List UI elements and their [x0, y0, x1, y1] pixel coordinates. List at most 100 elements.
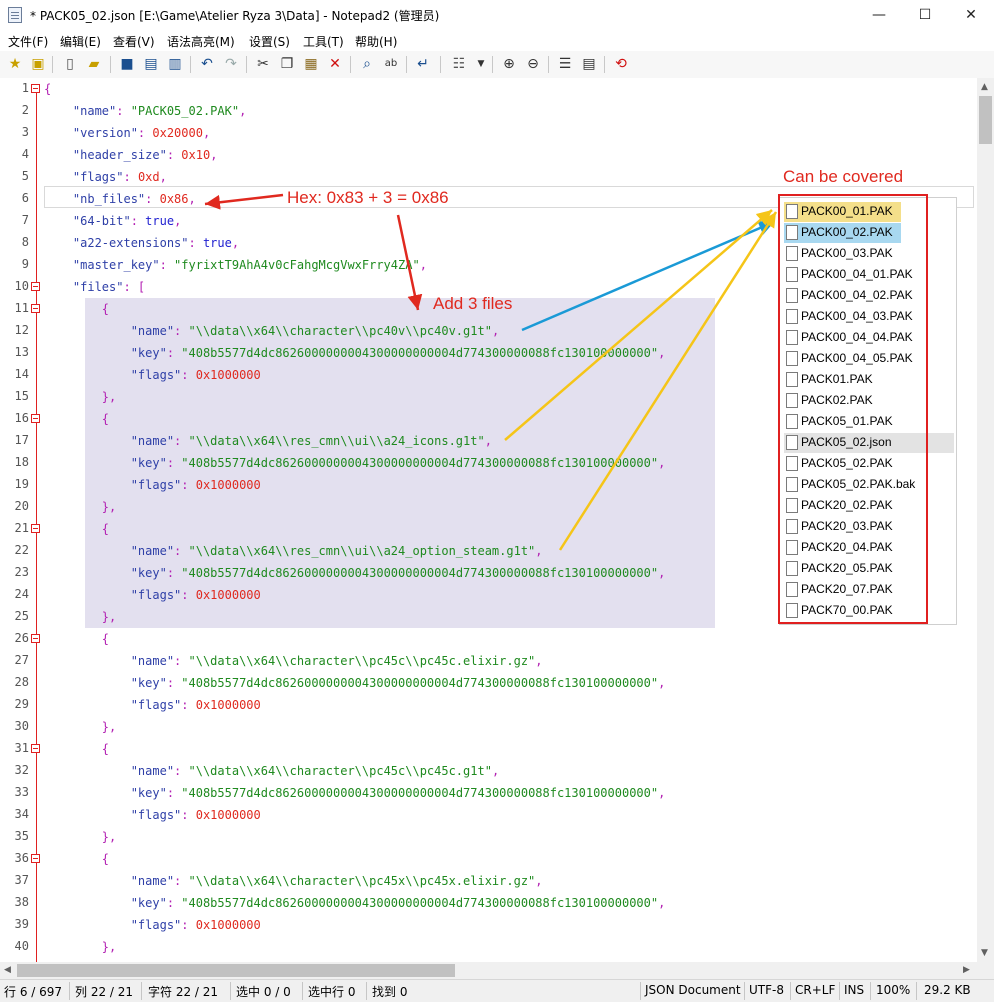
line-number: 1	[21, 81, 29, 95]
code-token: 0x1000000	[195, 368, 261, 382]
save-copy-icon[interactable]: ▥	[168, 56, 182, 72]
fold-toggle-icon[interactable]	[31, 282, 40, 291]
scheme-icon[interactable]: ☷	[452, 56, 466, 72]
scroll-right-icon[interactable]: ▶	[963, 965, 970, 975]
file-icon	[786, 351, 798, 366]
settings-icon[interactable]: ▤	[582, 56, 596, 72]
maximize-button[interactable]: ☐	[918, 7, 932, 23]
menu-file[interactable]: 文件(F)	[8, 35, 49, 49]
status-zoom[interactable]: 100%	[876, 983, 911, 997]
file-list-item[interactable]: PACK00_02.PAK	[784, 223, 956, 243]
file-list-item[interactable]: PACK00_04_01.PAK	[784, 265, 956, 285]
file-list-item[interactable]: PACK05_02.PAK.bak	[784, 475, 956, 495]
status-lexer[interactable]: JSON Document	[645, 983, 741, 997]
save-icon[interactable]: ■	[120, 56, 134, 72]
file-name: PACK05_02.json	[801, 435, 892, 449]
code-line: },	[44, 606, 116, 628]
code-token: },	[44, 610, 117, 624]
word-wrap-icon[interactable]: ↵	[417, 56, 429, 72]
file-list-item[interactable]: PACK05_01.PAK	[784, 412, 956, 432]
file-list-item[interactable]: PACK01.PAK	[784, 370, 956, 390]
status-found: 找到 0	[372, 985, 408, 999]
file-list-item[interactable]: PACK02.PAK	[784, 391, 956, 411]
horizontal-scroll-thumb[interactable]	[17, 964, 455, 977]
cut-icon[interactable]: ✂	[257, 56, 269, 72]
scroll-left-icon[interactable]: ◀	[4, 965, 11, 975]
exit-icon[interactable]: ⟲	[615, 56, 627, 72]
menu-view[interactable]: 查看(V)	[113, 35, 155, 49]
line-number: 4	[21, 147, 29, 161]
line-number: 34	[14, 807, 29, 821]
scroll-down-icon[interactable]: ▼	[981, 948, 988, 958]
status-encoding[interactable]: UTF-8	[749, 983, 784, 997]
file-list-item[interactable]: PACK00_04_02.PAK	[784, 286, 956, 306]
vertical-scroll-thumb[interactable]	[979, 96, 992, 144]
file-list-item[interactable]: PACK20_07.PAK	[784, 580, 956, 600]
fold-toggle-icon[interactable]	[31, 744, 40, 753]
file-list-item[interactable]: PACK05_02.PAK	[784, 454, 956, 474]
delete-icon[interactable]: ✕	[329, 56, 341, 72]
menu-settings[interactable]: 设置(S)	[249, 35, 290, 49]
new-file-icon[interactable]: ▯	[66, 56, 74, 72]
file-list-item[interactable]: PACK20_05.PAK	[784, 559, 956, 579]
code-line: {	[44, 298, 109, 320]
file-icon	[786, 414, 798, 429]
line-number: 21	[14, 521, 29, 535]
paste-icon[interactable]: ▦	[304, 56, 318, 72]
code-line: "key": "408b5577d4dc86260000000043000000…	[44, 782, 666, 804]
file-list-item[interactable]: PACK20_02.PAK	[784, 496, 956, 516]
fold-toggle-icon[interactable]	[31, 854, 40, 863]
dropdown-icon[interactable]: ▼	[477, 59, 485, 69]
file-list-item[interactable]: PACK00_04_05.PAK	[784, 349, 956, 369]
copy-icon[interactable]: ❐	[280, 56, 294, 72]
close-button[interactable]: ✕	[965, 7, 977, 23]
find-icon[interactable]: ⌕	[363, 56, 371, 72]
code-token: "flags"	[44, 478, 182, 492]
code-token: "key"	[44, 566, 167, 580]
fold-toggle-icon[interactable]	[31, 634, 40, 643]
file-list-item[interactable]: PACK00_03.PAK	[784, 244, 956, 264]
status-eol[interactable]: CR+LF	[795, 983, 836, 997]
code-token: "key"	[44, 676, 167, 690]
fold-toggle-icon[interactable]	[31, 414, 40, 423]
line-number: 40	[14, 939, 29, 953]
notepad-app-icon	[8, 7, 22, 23]
open-file-icon[interactable]: ▰	[88, 56, 100, 72]
menu-help[interactable]: 帮助(H)	[355, 35, 398, 49]
file-list-item[interactable]: PACK20_04.PAK	[784, 538, 956, 558]
save-as-icon[interactable]: ▤	[144, 56, 158, 72]
zoom-in-icon[interactable]: ⊕	[503, 56, 515, 72]
fold-toggle-icon[interactable]	[31, 84, 40, 93]
favorites-icon[interactable]: ★	[8, 56, 22, 72]
file-icon	[786, 246, 798, 261]
file-list-item[interactable]: PACK70_00.PAK	[784, 601, 956, 621]
scroll-up-icon[interactable]: ▲	[981, 82, 988, 92]
line-number: 17	[14, 433, 29, 447]
view-lines-icon[interactable]: ☰	[558, 56, 572, 72]
file-list-item[interactable]: PACK00_01.PAK	[784, 202, 956, 222]
add-files-annotation: Add 3 files	[433, 294, 513, 313]
code-token: "key"	[44, 346, 167, 360]
code-line: "flags": 0x1000000	[44, 914, 261, 936]
file-list-item[interactable]: PACK20_03.PAK	[784, 517, 956, 537]
file-list-item[interactable]: PACK05_02.json	[784, 433, 956, 453]
menu-syntax[interactable]: 语法高亮(M)	[167, 35, 235, 49]
menu-tools[interactable]: 工具(T)	[303, 35, 344, 49]
menu-edit[interactable]: 编辑(E)	[60, 35, 101, 49]
file-list-item[interactable]: PACK00_04_03.PAK	[784, 307, 956, 327]
zoom-out-icon[interactable]: ⊖	[527, 56, 539, 72]
fold-toggle-icon[interactable]	[31, 524, 40, 533]
redo-icon[interactable]: ↷	[225, 56, 237, 72]
vertical-scrollbar[interactable]: ▲ ▼	[977, 78, 994, 962]
status-line: 行 6 / 697	[4, 985, 63, 999]
fold-toggle-icon[interactable]	[31, 304, 40, 313]
file-list-item[interactable]: PACK00_04_04.PAK	[784, 328, 956, 348]
code-token: ,	[658, 456, 666, 470]
code-token: "flags"	[44, 170, 124, 184]
status-ins[interactable]: INS	[844, 983, 865, 997]
minimize-button[interactable]: —	[872, 7, 886, 23]
open-folder-icon[interactable]: ▣	[31, 56, 45, 72]
undo-icon[interactable]: ↶	[201, 56, 213, 72]
code-token: "\\data\\x64\\character\\pc45c\\pc45c.g1…	[188, 764, 492, 778]
replace-icon[interactable]: ab	[384, 58, 398, 69]
